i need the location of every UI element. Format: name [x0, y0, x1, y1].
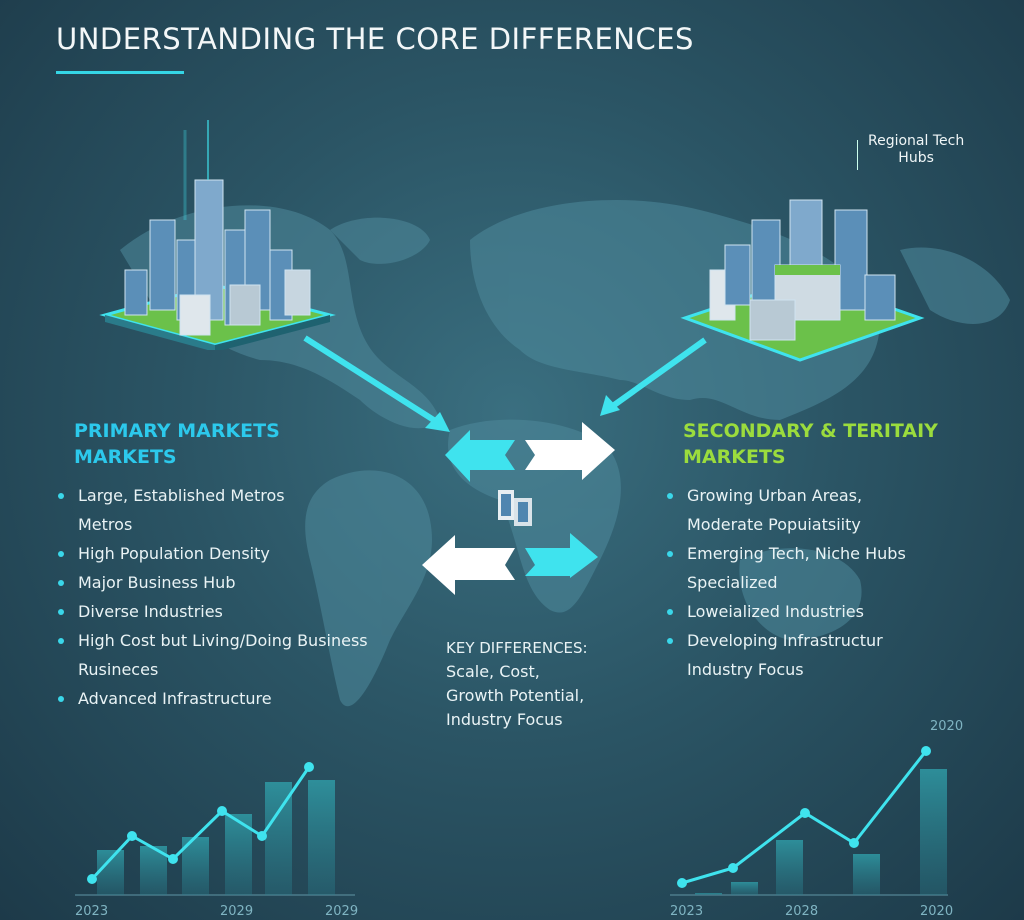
- list-item: Diverse Industries: [56, 597, 368, 626]
- bar: [920, 769, 947, 895]
- arrow-left-white: [422, 535, 515, 595]
- list-item: Large, Established Metros: [56, 481, 368, 510]
- bullet-icon: [58, 638, 64, 644]
- bar: [853, 854, 880, 895]
- city-skyline-icon: [680, 199, 925, 362]
- bullet-icon: [667, 493, 673, 499]
- primary-markets-heading: PRIMARY MARKETS MARKETS: [74, 418, 280, 470]
- bar: [308, 780, 335, 895]
- tick-label: 2020: [920, 904, 953, 919]
- data-point: [217, 806, 227, 816]
- list-item: Developing Infrastructur: [665, 626, 906, 655]
- bullet-icon: [58, 696, 64, 702]
- arrow-right-cyan: [525, 533, 598, 578]
- data-point: [677, 878, 687, 888]
- list-item: High Cost but Living/Doing Business: [56, 626, 368, 655]
- list-item: Metros: [56, 510, 368, 539]
- item-text: Large, Established Metros: [78, 486, 285, 505]
- item-text: Industry Focus: [687, 660, 804, 679]
- tick-label: 2023: [75, 904, 108, 919]
- item-text: High Cost but Living/Doing Business: [78, 631, 368, 650]
- callout-line1: Regional Tech: [868, 133, 965, 149]
- list-item: Moderate Popuiatsiity: [665, 510, 906, 539]
- connector-arrow-left: [303, 335, 442, 427]
- trend-line: [90, 766, 311, 881]
- tick-label: 2029: [325, 904, 358, 919]
- arrow-right-white: [525, 422, 615, 480]
- item-text: Moderate Popuiatsiity: [687, 515, 861, 534]
- item-text: Specialized: [687, 573, 778, 592]
- item-text: High Population Density: [78, 544, 270, 563]
- bar: [731, 882, 758, 895]
- key-line: Industry Focus: [446, 710, 563, 729]
- bullet-icon: [58, 493, 64, 499]
- item-text: Diverse Industries: [78, 602, 223, 621]
- primary-markets-list: Large, Established Metros Metros High Po…: [56, 481, 368, 713]
- bullet-icon: [667, 638, 673, 644]
- data-point: [168, 854, 178, 864]
- list-item: Advanced Infrastructure: [56, 684, 368, 713]
- title-underline: [56, 71, 184, 74]
- secondary-markets-list: Growing Urban Areas, Moderate Popuiatsii…: [665, 481, 906, 684]
- heading-line: MARKETS: [74, 446, 177, 468]
- list-item: Industry Focus: [665, 655, 906, 684]
- list-item: Loweialized Industries: [665, 597, 906, 626]
- item-text: Developing Infrastructur: [687, 631, 883, 650]
- list-item: Emerging Tech, Niche Hubs: [665, 539, 906, 568]
- bullet-icon: [58, 551, 64, 557]
- bar: [776, 840, 803, 895]
- item-text: Loweialized Industries: [687, 602, 864, 621]
- bullet-icon: [58, 609, 64, 615]
- regional-tech-hubs-callout: Regional Tech Hubs: [868, 133, 964, 167]
- list-item: Rusineces: [56, 655, 368, 684]
- item-text: Advanced Infrastructure: [78, 689, 272, 708]
- bar: [695, 893, 722, 895]
- secondary-markets-heading: SECONDARY & TERITAIY MARKETS: [683, 418, 938, 470]
- callout-line2: Hubs: [898, 150, 934, 166]
- bullet-icon: [667, 551, 673, 557]
- key-line: Growth Potential,: [446, 686, 585, 705]
- item-text: Emerging Tech, Niche Hubs: [687, 544, 906, 563]
- list-item: High Population Density: [56, 539, 368, 568]
- list-item: Growing Urban Areas,: [665, 481, 906, 510]
- key-differences-title: KEY DIFFERENCES:: [446, 639, 588, 657]
- callout-line: [857, 140, 858, 170]
- top-label: 2020: [930, 719, 963, 734]
- arrow-left-cyan: [445, 430, 515, 482]
- item-text: Growing Urban Areas,: [687, 486, 863, 505]
- item-text: Rusineces: [78, 660, 159, 679]
- tick-label: 2028: [785, 904, 818, 919]
- tick-label: 2029: [220, 904, 253, 919]
- data-point: [921, 746, 931, 756]
- heading-line: MARKETS: [683, 446, 786, 468]
- data-point: [800, 808, 810, 818]
- page-title: UNDERSTANDING THE CORE DIFFERENCES: [56, 22, 694, 56]
- tick-label: 2023: [670, 904, 703, 919]
- data-point: [728, 863, 738, 873]
- item-text: Metros: [78, 515, 133, 534]
- key-line: Scale, Cost,: [446, 662, 540, 681]
- key-differences: KEY DIFFERENCES: Scale, Cost, Growth Pot…: [446, 636, 588, 732]
- office-building-icon: [498, 490, 532, 526]
- item-text: Major Business Hub: [78, 573, 236, 592]
- data-point: [849, 838, 859, 848]
- data-point: [304, 762, 314, 772]
- data-point: [87, 874, 97, 884]
- data-point: [127, 831, 137, 841]
- bullet-icon: [667, 609, 673, 615]
- list-item: Specialized: [665, 568, 906, 597]
- heading-line: PRIMARY MARKETS: [74, 420, 280, 442]
- connector-arrow-right: [608, 337, 707, 411]
- data-point: [257, 831, 267, 841]
- list-item: Major Business Hub: [56, 568, 368, 597]
- city-skyline-icon: [99, 120, 336, 350]
- heading-line: SECONDARY & TERITAIY: [683, 420, 938, 442]
- bullet-icon: [58, 580, 64, 586]
- bar: [97, 850, 124, 895]
